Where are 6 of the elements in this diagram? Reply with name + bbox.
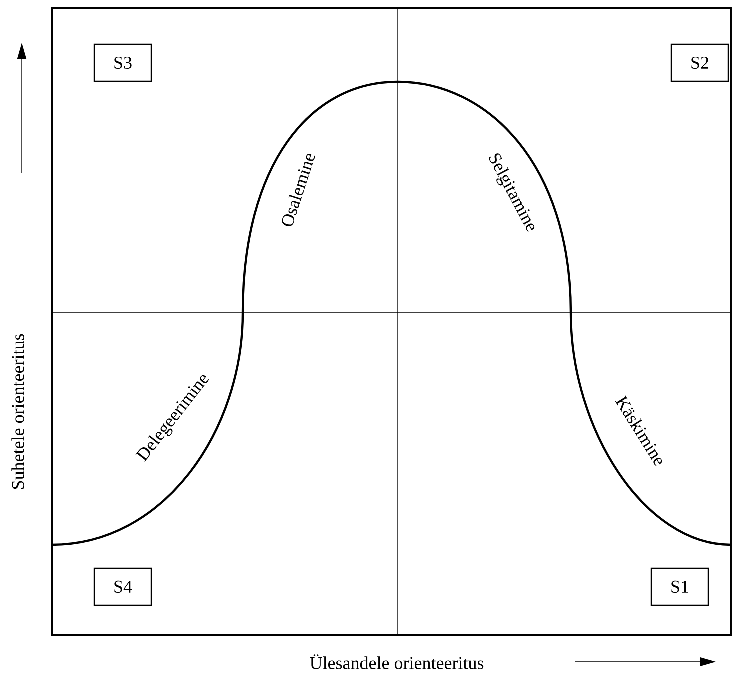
quadrant-box: S4 bbox=[94, 568, 152, 606]
quadrant-box: S3 bbox=[94, 44, 152, 82]
quadrant-box: S2 bbox=[670, 44, 730, 82]
quadrant-box: S1 bbox=[650, 568, 710, 606]
axis-label: Suhetele orienteeritus bbox=[12, 334, 24, 489]
axis-label: Ülesandele orienteeritus bbox=[310, 654, 484, 670]
